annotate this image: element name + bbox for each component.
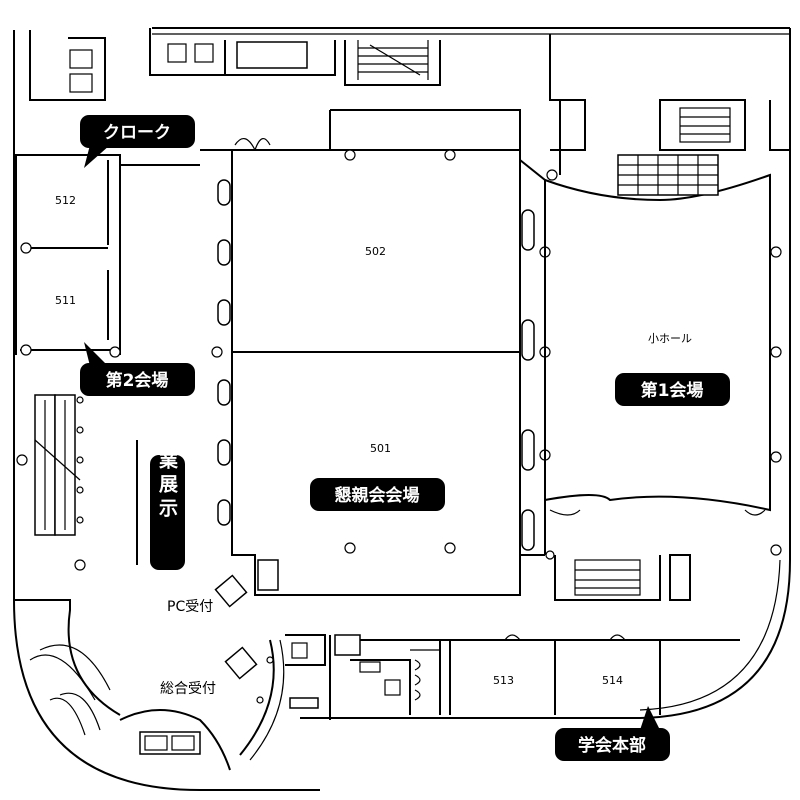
small-hall (544, 154, 782, 560)
partition-panels-left (217, 179, 231, 526)
hall2-label: 第2会場 (106, 370, 169, 391)
utility-block (285, 634, 441, 720)
general-reception-label: 総合受付 (160, 681, 216, 697)
hq-badge: 学会本部 (555, 706, 670, 761)
top-service-area (15, 28, 790, 175)
stairs-top (357, 40, 429, 80)
room-514-number: 514 (602, 674, 623, 687)
banquet-hall (211, 138, 551, 596)
curved-escalator (29, 644, 111, 736)
building-outline (13, 27, 791, 791)
small-hall-label: 小ホール (648, 332, 692, 345)
hall2-badge: 第2会場 (80, 342, 195, 396)
room-511-number: 511 (55, 294, 76, 307)
hall1-label: 第1会場 (641, 380, 704, 401)
room-502-number: 502 (365, 245, 386, 258)
banquet-label: 懇親会会場 (335, 485, 420, 506)
banquet-badge: 懇親会会場 (310, 478, 445, 511)
stairs-right (679, 107, 731, 143)
exhibition-label: 企業展示 (156, 425, 179, 522)
hall1-badge: 第1会場 (615, 373, 730, 406)
stairs-lower (574, 559, 641, 596)
exhibition-badge: 企業展示 (150, 425, 185, 570)
stage-grid (618, 155, 718, 195)
cloak-label: クローク (103, 123, 171, 143)
reception-zone (15, 574, 285, 771)
room-501-number: 501 (370, 442, 391, 455)
pc-reception-label: PC受付 (167, 599, 213, 615)
room-513-number: 513 (493, 674, 514, 687)
rooms-511-512 (15, 155, 121, 358)
hq-label: 学会本部 (578, 735, 646, 756)
room-512-number: 512 (55, 194, 76, 207)
partition-panels-right (521, 209, 535, 551)
cloak-badge: クローク (80, 115, 195, 168)
escalators-left (16, 394, 138, 571)
